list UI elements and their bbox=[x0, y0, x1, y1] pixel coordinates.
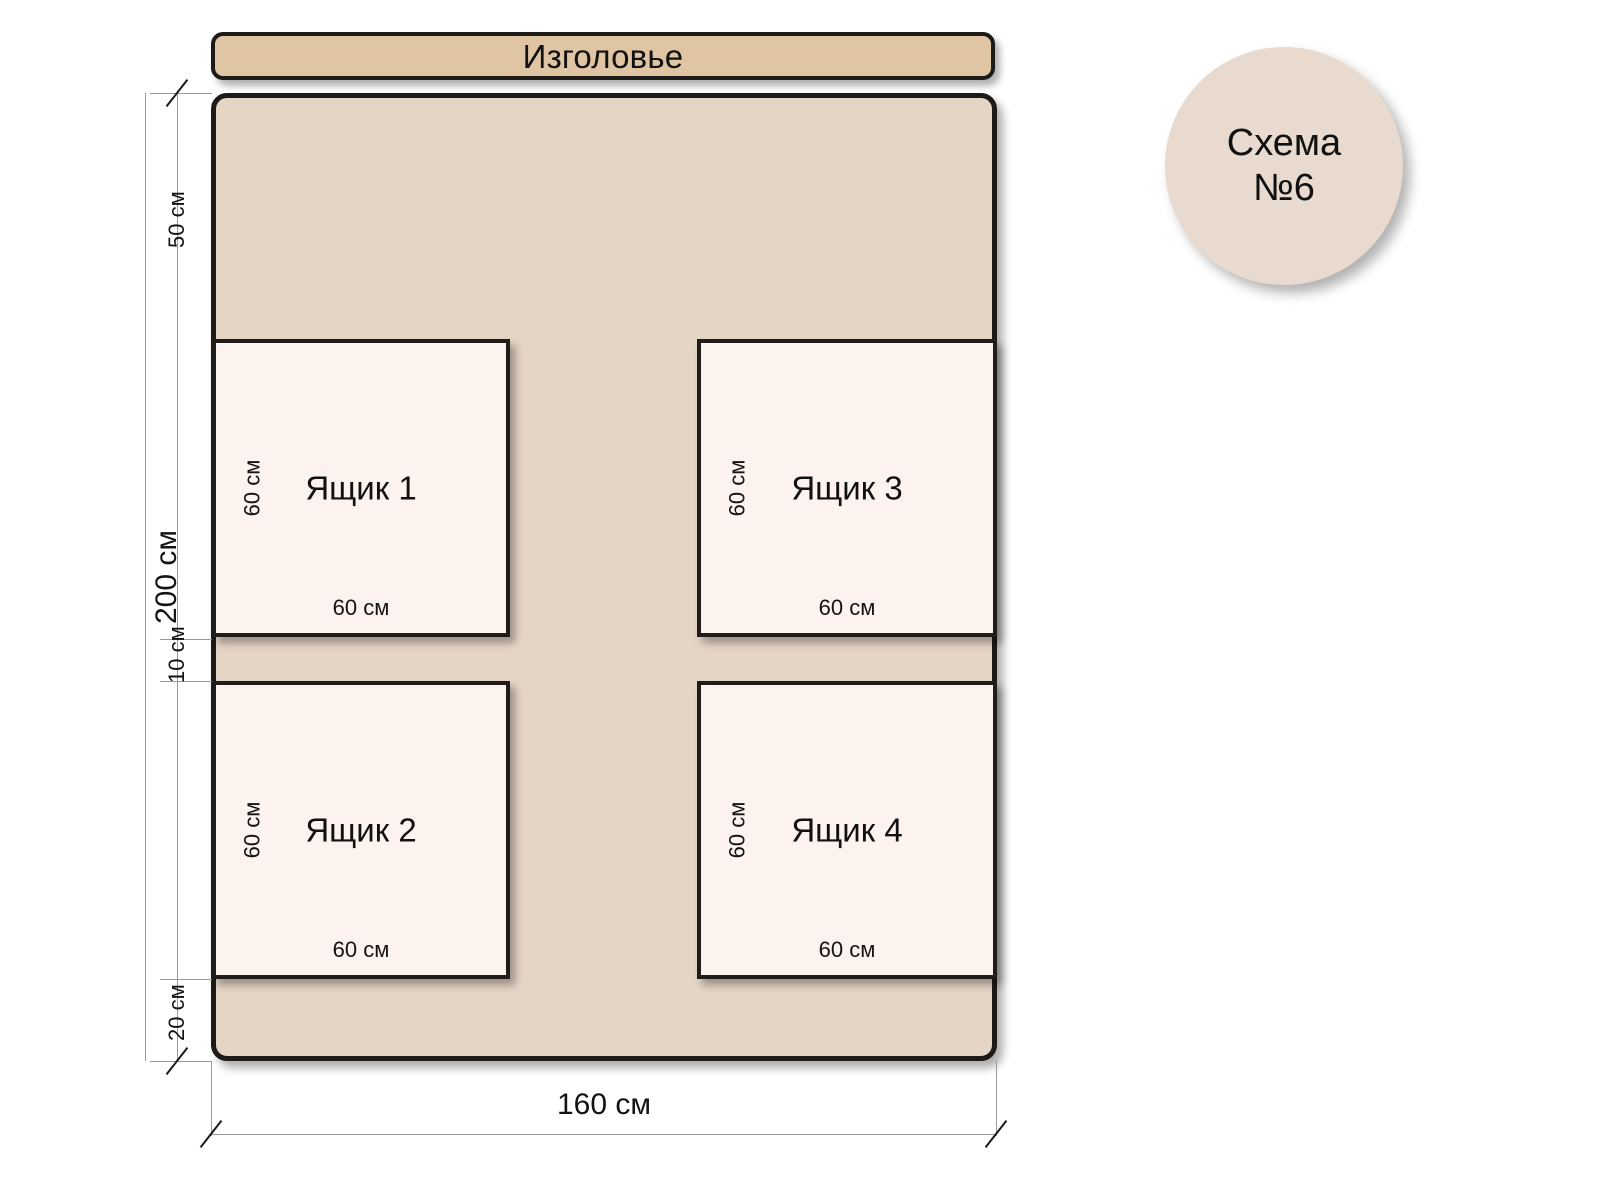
drawer-1-label: Ящик 1 bbox=[305, 469, 417, 507]
outer-height-axis bbox=[145, 93, 146, 1061]
drawer-4-width-label: 60 см bbox=[818, 937, 876, 962]
witness-line-above-bottom bbox=[160, 979, 212, 980]
drawer-4: 60 см Ящик 4 60 см bbox=[697, 681, 997, 979]
witness-line-right-vertical bbox=[996, 1061, 997, 1136]
inner-dimension-axis bbox=[177, 93, 178, 1061]
drawer-2-label: Ящик 2 bbox=[305, 811, 417, 849]
witness-line-mid-lower bbox=[160, 681, 212, 682]
drawer-2: 60 см Ящик 2 60 см bbox=[212, 681, 510, 979]
witness-line-top bbox=[150, 93, 212, 94]
drawer-1-width-label: 60 см bbox=[332, 595, 390, 620]
scheme-badge: Схема №6 bbox=[1165, 47, 1403, 285]
drawer-1: 60 см Ящик 1 60 см bbox=[212, 339, 510, 637]
drawer-3-width-label: 60 см bbox=[818, 595, 876, 620]
overall-width-axis bbox=[211, 1134, 997, 1135]
dimension-top-gap: 50 см bbox=[164, 191, 189, 248]
scheme-badge-line2: №6 bbox=[1253, 167, 1315, 209]
drawer-2-width-label: 60 см bbox=[332, 937, 390, 962]
dimension-overall-width: 160 см bbox=[556, 1088, 651, 1121]
witness-line-left-vertical bbox=[211, 1061, 212, 1136]
drawer-3: 60 см Ящик 3 60 см bbox=[697, 339, 997, 637]
witness-line-mid-upper bbox=[160, 639, 212, 640]
witness-line-bottom bbox=[150, 1061, 212, 1062]
dimension-overall-height: 200 см bbox=[150, 530, 183, 625]
scheme-badge-line1: Схема bbox=[1226, 122, 1342, 165]
drawer-3-label: Ящик 3 bbox=[791, 469, 903, 507]
dimension-bottom-gap: 20 см bbox=[164, 984, 189, 1041]
headboard-block: Изголовье bbox=[211, 32, 995, 80]
drawer-4-label: Ящик 4 bbox=[791, 811, 903, 849]
headboard-label: Изголовье bbox=[522, 37, 684, 75]
